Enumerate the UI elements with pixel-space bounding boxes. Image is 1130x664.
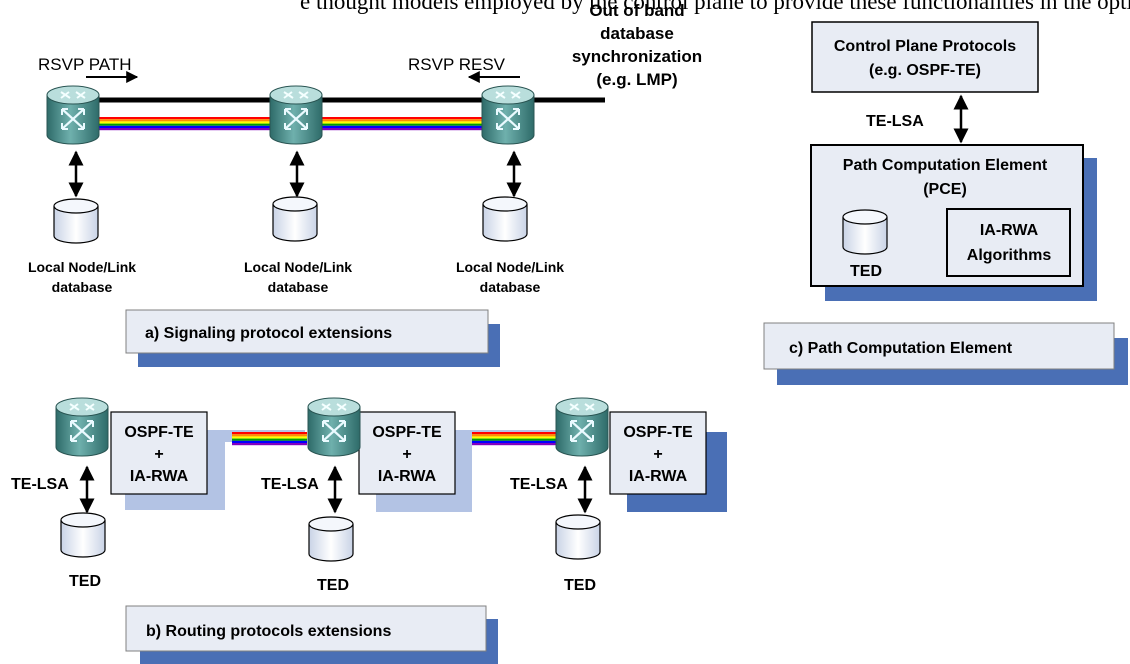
te-lsa-label: TE-LSA xyxy=(866,113,924,130)
ospf-box-line2: + xyxy=(154,446,163,463)
cpp-line2: (e.g. OSPF-TE) xyxy=(869,62,981,79)
router-icon xyxy=(54,396,110,458)
algo-line2: Algorithms xyxy=(967,247,1052,264)
panel-c: Control Plane Protocols (e.g. OSPF-TE) T… xyxy=(763,21,1128,385)
oob-line2: database xyxy=(600,24,674,43)
ted-label: TED xyxy=(564,577,596,594)
ospf-box xyxy=(358,411,456,495)
database-icon xyxy=(842,209,888,255)
ospf-box-line2: + xyxy=(402,446,411,463)
ted-label: TED xyxy=(850,263,882,280)
oob-line4: (e.g. LMP) xyxy=(596,70,677,89)
ospf-box-line3: IA-RWA xyxy=(130,468,189,485)
ospf-box-line3: IA-RWA xyxy=(629,468,688,485)
ted-label: TED xyxy=(317,577,349,594)
caption-c: c) Path Computation Element xyxy=(789,340,1013,357)
router-icon xyxy=(306,396,362,458)
ospf-box-line1: OSPF-TE xyxy=(124,424,194,441)
ospf-box xyxy=(110,411,208,495)
rsvp-path-label: RSVP PATH xyxy=(38,55,132,74)
database-icon xyxy=(272,196,318,242)
caption-box xyxy=(763,322,1115,370)
database-icon xyxy=(482,196,528,242)
caption-box xyxy=(125,605,487,652)
wavelength-link-b1 xyxy=(232,432,307,446)
caption-box xyxy=(125,309,489,354)
algorithms-box xyxy=(946,208,1071,277)
oob-line3: synchronization xyxy=(572,47,702,66)
database-icon xyxy=(308,516,354,562)
database-icon xyxy=(53,198,99,244)
ted-label: TED xyxy=(69,573,101,590)
db-label-line2: database xyxy=(268,279,329,295)
database-icon xyxy=(60,512,106,558)
ospf-box-line1: OSPF-TE xyxy=(372,424,442,441)
db-label-line2: database xyxy=(480,279,541,295)
cpp-line1: Control Plane Protocols xyxy=(834,38,1016,55)
rsvp-resv-label: RSVP RESV xyxy=(408,55,506,74)
ospf-box-line1: OSPF-TE xyxy=(623,424,693,441)
wavelength-link-a1 xyxy=(70,117,300,131)
oob-label: Out of band database synchronization (e.… xyxy=(572,1,702,89)
database-icon xyxy=(555,514,601,560)
db-label-line1: Local Node/Link xyxy=(244,259,352,275)
router-icon xyxy=(268,84,324,146)
header-text-fragment: e thought models employed by the control… xyxy=(300,0,1130,14)
caption-b: b) Routing protocols extensions xyxy=(146,623,391,640)
router-icon xyxy=(480,84,536,146)
router-icon xyxy=(554,396,610,458)
db-label-line2: database xyxy=(52,279,113,295)
te-lsa-label: TE-LSA xyxy=(11,476,69,493)
ospf-box-line3: IA-RWA xyxy=(378,468,437,485)
te-lsa-label: TE-LSA xyxy=(510,476,568,493)
router-icon xyxy=(45,84,101,146)
panel-a: RSVP PATH RSVP RESV Out of band database… xyxy=(28,1,702,367)
te-lsa-label: TE-LSA xyxy=(261,476,319,493)
pce-line2: (PCE) xyxy=(923,181,967,198)
wavelength-link-b2 xyxy=(465,432,565,446)
ospf-box xyxy=(609,411,707,495)
ospf-box-line2: + xyxy=(653,446,662,463)
pce-line1: Path Computation Element xyxy=(843,157,1048,174)
db-label-line1: Local Node/Link xyxy=(456,259,564,275)
db-label-line1: Local Node/Link xyxy=(28,259,136,275)
oob-line1: Out of band xyxy=(589,1,684,20)
panel-b: OSPF-TE + IA-RWA OSPF-TE + IA-RWA OSPF-T… xyxy=(11,396,727,664)
caption-a: a) Signaling protocol extensions xyxy=(145,325,392,342)
algo-line1: IA-RWA xyxy=(980,222,1039,239)
control-plane-box xyxy=(811,21,1039,93)
